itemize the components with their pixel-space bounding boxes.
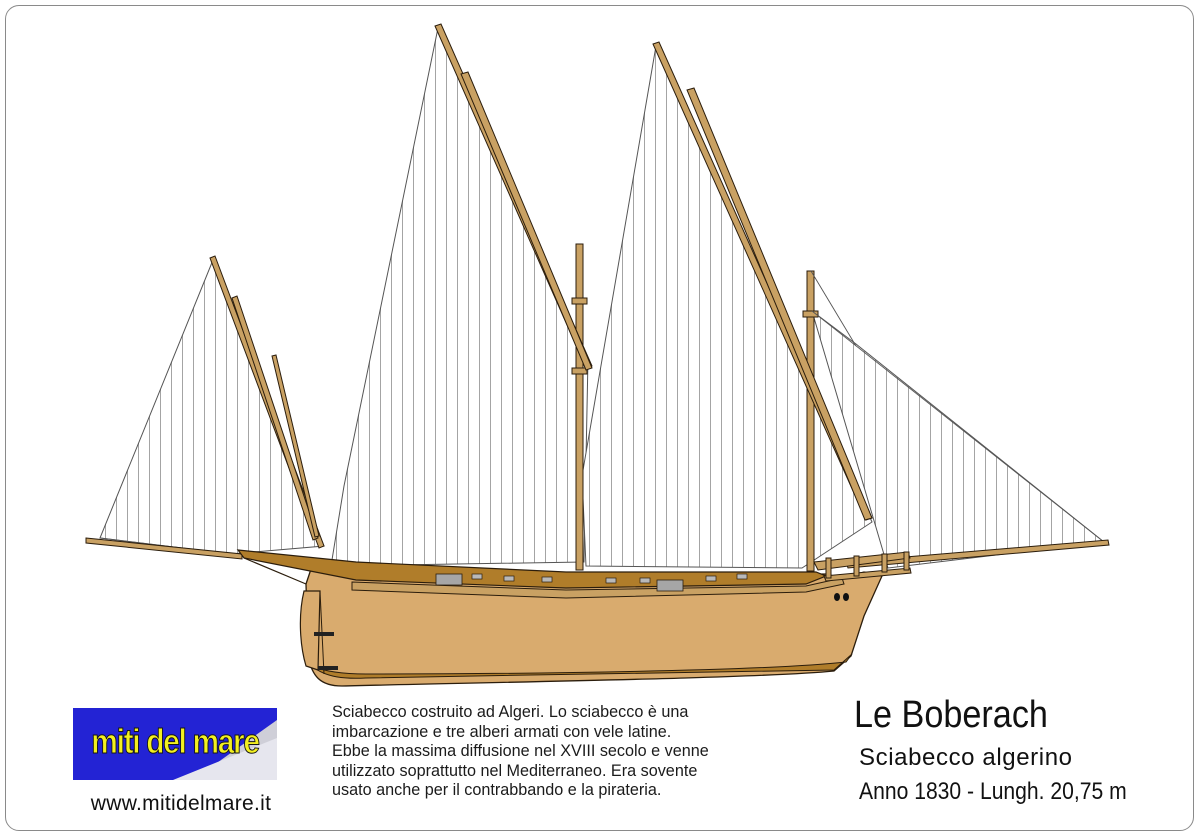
description-line: Sciabecco costruito ad Algeri. Lo sciabe… xyxy=(332,703,689,721)
poster-frame: miti del mare www.mitidelmare.it Sciabec… xyxy=(5,5,1194,831)
ship-details: Anno 1830 - Lungh. 20,75 m xyxy=(859,778,1127,805)
logo-wave-icon xyxy=(173,720,277,780)
xebec-illustration xyxy=(85,23,1110,687)
fore-lateen-sail xyxy=(581,44,873,569)
description-line: utilizzato soprattutto nel Mediterraneo.… xyxy=(332,761,698,780)
masts xyxy=(571,243,819,572)
description-line: Ebbe la massima diffusione nel XVIII sec… xyxy=(332,742,709,761)
ship-name: Le Boberach xyxy=(854,694,1048,736)
aft-lateen-sail xyxy=(99,258,325,555)
logo-text: miti del mare xyxy=(91,723,261,762)
bow-grating xyxy=(813,551,912,582)
brand-logo: miti del mare xyxy=(73,708,277,780)
ship-type: Sciabecco algerino xyxy=(859,744,1073,771)
main-lateen-sail xyxy=(330,26,589,567)
description-line: imbarcazione e tre alberi armati con vel… xyxy=(332,722,672,741)
bowsprit-and-boom xyxy=(85,537,1110,569)
description-line: usato anche per il contrabbando e la pir… xyxy=(332,781,662,800)
hull xyxy=(236,549,883,687)
lateen-yards xyxy=(209,23,873,549)
website-link[interactable]: www.mitidelmare.it xyxy=(90,792,272,815)
description-text: Sciabecco costruito ad Algeri. Lo sciabe… xyxy=(332,703,802,801)
